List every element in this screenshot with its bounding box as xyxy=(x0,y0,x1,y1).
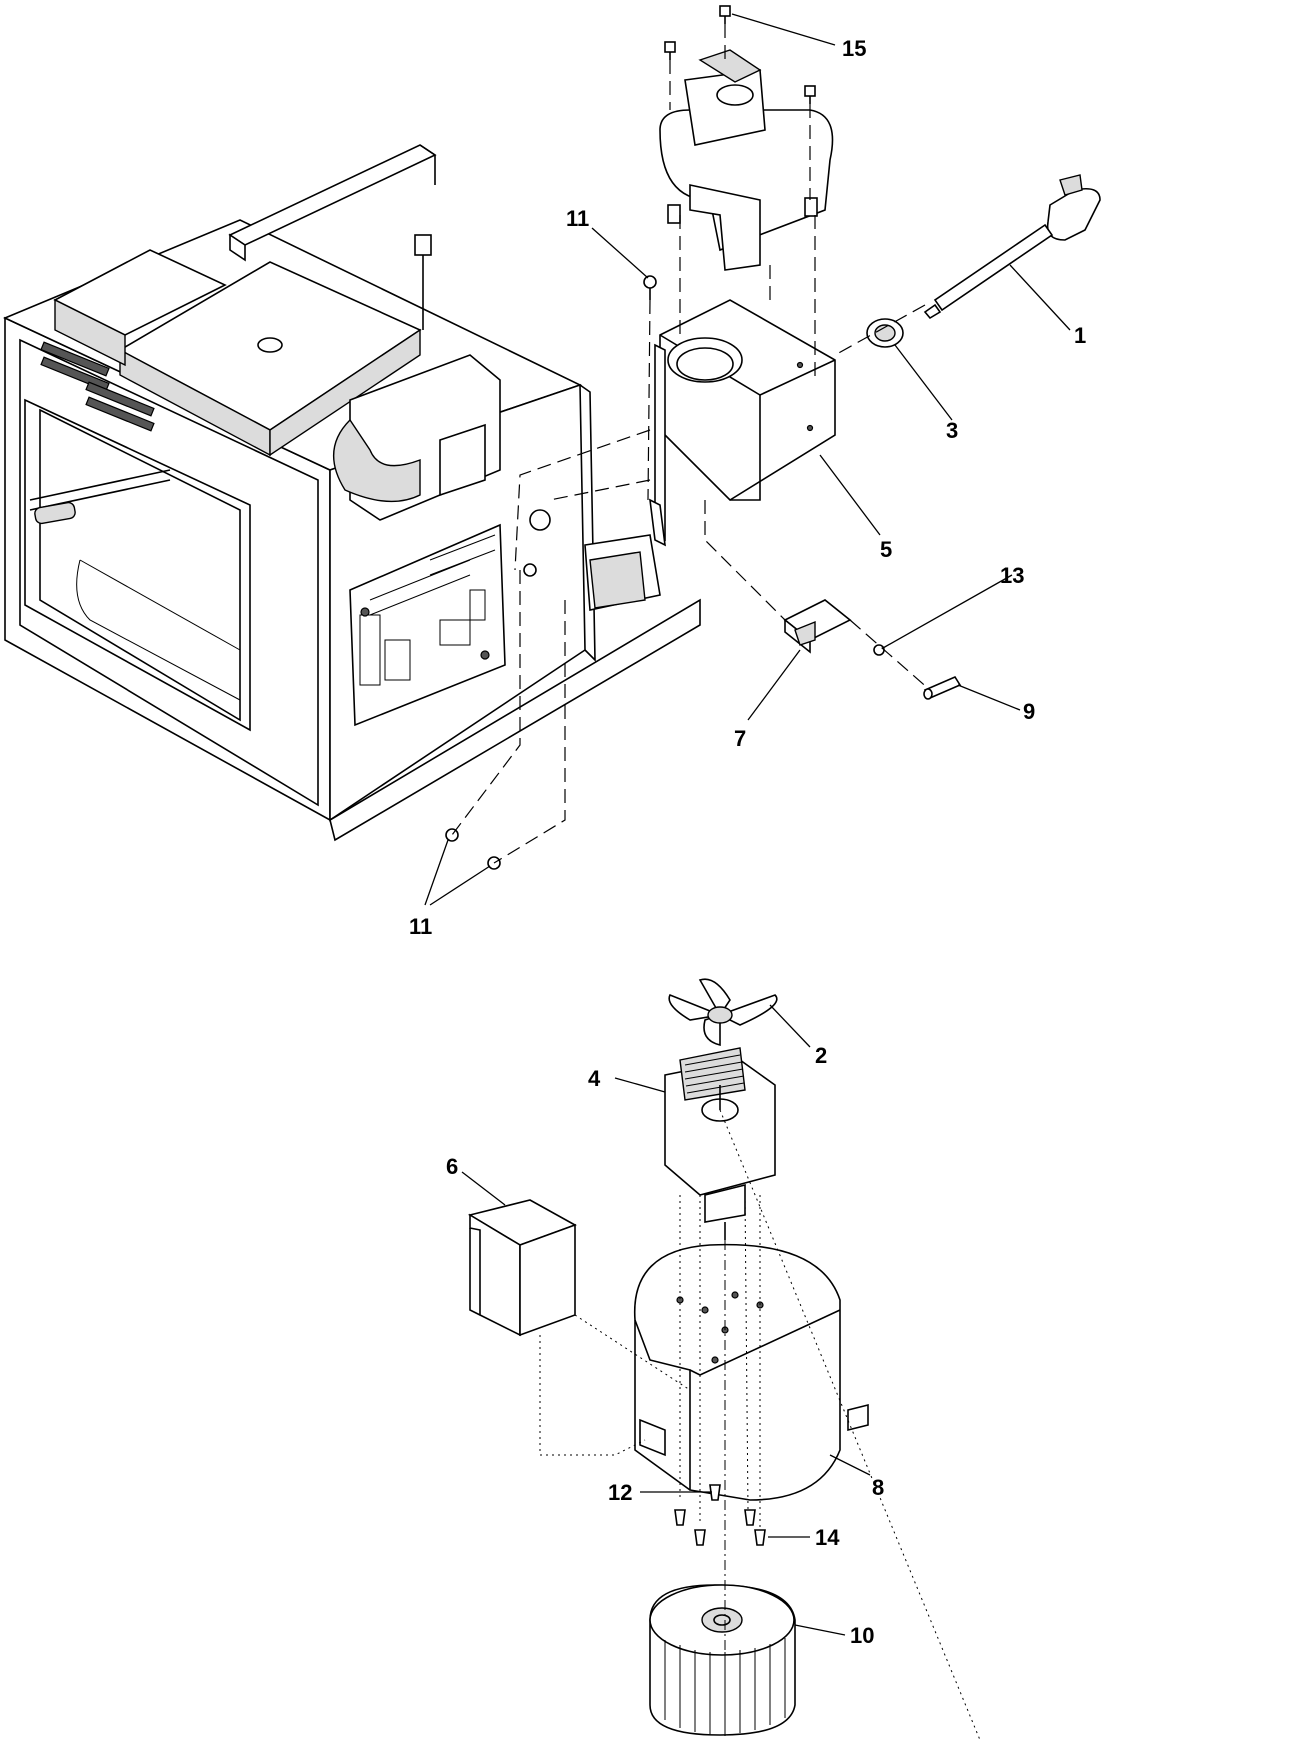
callout-11-bottom: 11 xyxy=(409,914,432,939)
part-7-bracket xyxy=(783,599,852,654)
screw-11-top xyxy=(643,275,657,300)
callout-12: 12 xyxy=(608,1480,632,1505)
part-3-bushing xyxy=(866,318,904,348)
callout-4: 4 xyxy=(588,1066,601,1091)
part-6-duct xyxy=(467,1199,577,1337)
callout-13: 13 xyxy=(1000,563,1024,588)
part-1-power-cord xyxy=(923,174,1101,320)
callout-1: 1 xyxy=(1074,323,1086,348)
part-10-blower-wheel xyxy=(649,1584,796,1736)
oven-cabinet xyxy=(3,144,701,842)
upper-assembly-lines xyxy=(451,24,931,864)
callout-11-top: 11 xyxy=(566,206,589,231)
callout-6: 6 xyxy=(446,1154,458,1179)
callout-labels: 15 11 1 3 5 13 7 9 11 2 4 6 8 12 14 10 xyxy=(409,36,1086,1648)
callout-2: 2 xyxy=(815,1043,827,1068)
part-13-screw xyxy=(873,644,885,656)
part-4-motor xyxy=(664,1047,776,1240)
callout-5: 5 xyxy=(880,537,892,562)
callout-3: 3 xyxy=(946,418,958,443)
callout-14: 14 xyxy=(815,1525,840,1550)
callout-15: 15 xyxy=(842,36,866,61)
lower-assembly-lines xyxy=(539,1109,981,1741)
top-blower-assembly xyxy=(659,49,834,271)
callout-7: 7 xyxy=(734,726,746,751)
part-5-blower-housing xyxy=(649,299,836,547)
part-8-scroll-housing xyxy=(633,1243,869,1501)
callout-8: 8 xyxy=(872,1475,884,1500)
screw-15 xyxy=(664,5,816,104)
callout-10: 10 xyxy=(850,1623,874,1648)
leader-lines xyxy=(424,13,1071,1636)
screws-12-14 xyxy=(674,1484,766,1546)
screws-11-bottom xyxy=(445,828,501,870)
part-2-fan-blade xyxy=(668,978,778,1047)
part-9-pin xyxy=(923,675,962,700)
callout-9: 9 xyxy=(1023,699,1035,724)
